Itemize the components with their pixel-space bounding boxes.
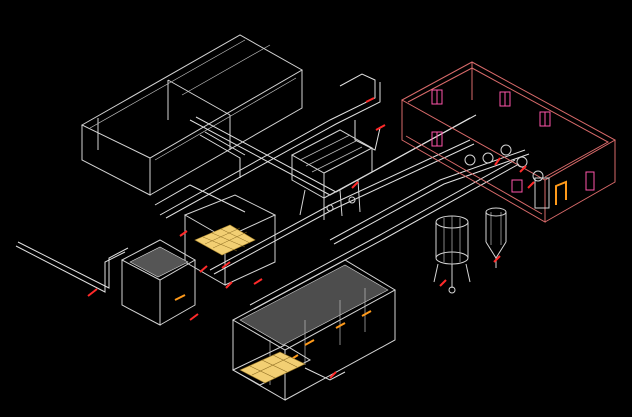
- valve-markers: [179, 97, 375, 289]
- building-windows: [431, 89, 595, 193]
- equipment-building: [375, 61, 617, 223]
- aeration-basin: [231, 259, 397, 401]
- building-pumps: [464, 144, 550, 209]
- sedimentation-tank: [120, 239, 199, 326]
- storage-tank: [80, 34, 304, 196]
- inlet-pipe: [15, 241, 129, 297]
- settling-pad: [231, 344, 346, 386]
- filter-tower: [433, 215, 471, 294]
- bag-filter: [485, 207, 507, 268]
- aerated-grid-tank: [183, 194, 277, 286]
- blower-unit: [290, 129, 374, 220]
